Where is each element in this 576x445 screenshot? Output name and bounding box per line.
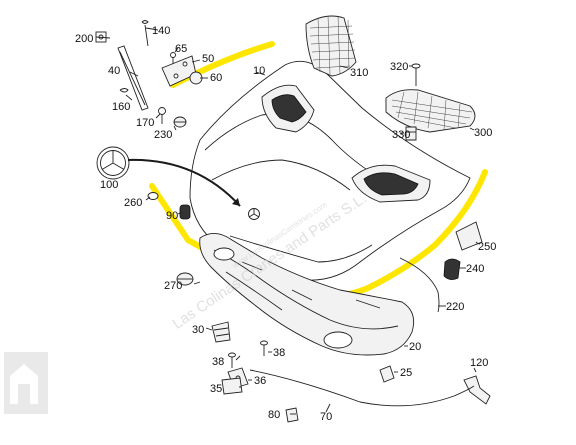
bumper-230 xyxy=(173,116,187,128)
callout-220: 220 xyxy=(446,301,464,313)
callout-65: 65 xyxy=(175,43,187,55)
callout-40: 40 xyxy=(108,65,120,77)
cable-220 xyxy=(399,257,440,313)
screw-320 xyxy=(411,63,421,86)
callout-50: 50 xyxy=(202,53,214,65)
callout-38-left: 38 xyxy=(212,356,224,368)
callout-36: 36 xyxy=(254,375,266,387)
release-cable-70 xyxy=(249,369,475,407)
latch-30 xyxy=(211,321,231,343)
callout-250: 250 xyxy=(478,241,496,253)
callout-38-right: 38 xyxy=(273,347,285,359)
bracket-35 xyxy=(221,377,243,395)
callout-35: 35 xyxy=(210,383,222,395)
callout-230: 230 xyxy=(154,129,172,141)
callout-100: 100 xyxy=(100,179,118,191)
callout-10: 10 xyxy=(253,65,265,77)
bumper-270 xyxy=(176,272,194,286)
pad-250 xyxy=(455,221,483,251)
spring-140 xyxy=(141,20,149,47)
callout-300: 300 xyxy=(474,127,492,139)
callout-120: 120 xyxy=(470,357,488,369)
callout-30: 30 xyxy=(192,324,204,336)
plug-260 xyxy=(147,192,159,200)
hood-panel xyxy=(189,60,471,281)
release-lever-120 xyxy=(463,375,491,405)
clip-25 xyxy=(379,365,395,383)
support-rod-40 xyxy=(117,45,149,111)
callout-260: 260 xyxy=(124,197,142,209)
callout-140: 140 xyxy=(152,25,170,37)
bracket-240 xyxy=(443,258,461,280)
callout-160: 160 xyxy=(112,101,130,113)
callout-310: 310 xyxy=(350,67,368,79)
leader-lines xyxy=(95,27,479,415)
callout-90: 90 xyxy=(166,210,178,222)
callout-170: 170 xyxy=(136,117,154,129)
truck-logo-icon xyxy=(4,352,48,414)
callout-70: 70 xyxy=(320,411,332,423)
hood-star-emblem xyxy=(248,208,260,220)
bolt-170 xyxy=(158,107,166,124)
clip-330 xyxy=(405,126,417,141)
callout-330: 330 xyxy=(392,129,410,141)
callout-80: 80 xyxy=(268,409,280,421)
emblem-arrow xyxy=(127,158,241,207)
callout-240: 240 xyxy=(466,263,484,275)
bolt-38b xyxy=(228,352,236,368)
clip-160 xyxy=(119,88,129,93)
callout-25: 25 xyxy=(400,367,412,379)
callout-320: 320 xyxy=(390,61,408,73)
seal-90 xyxy=(179,204,191,220)
air-grille-300 xyxy=(385,89,476,133)
hood-inner-frame xyxy=(199,233,415,356)
clip-80 xyxy=(285,407,299,423)
star-emblem-100 xyxy=(96,146,130,180)
callout-60: 60 xyxy=(210,72,222,84)
air-grille-310 xyxy=(305,15,357,77)
callout-20: 20 xyxy=(409,341,421,353)
bolt-38a xyxy=(260,340,268,356)
callout-labels: 200 140 65 50 60 40 10 160 170 230 310 3… xyxy=(75,25,496,423)
callout-200: 200 xyxy=(75,33,93,45)
callout-270: 270 xyxy=(164,280,182,292)
